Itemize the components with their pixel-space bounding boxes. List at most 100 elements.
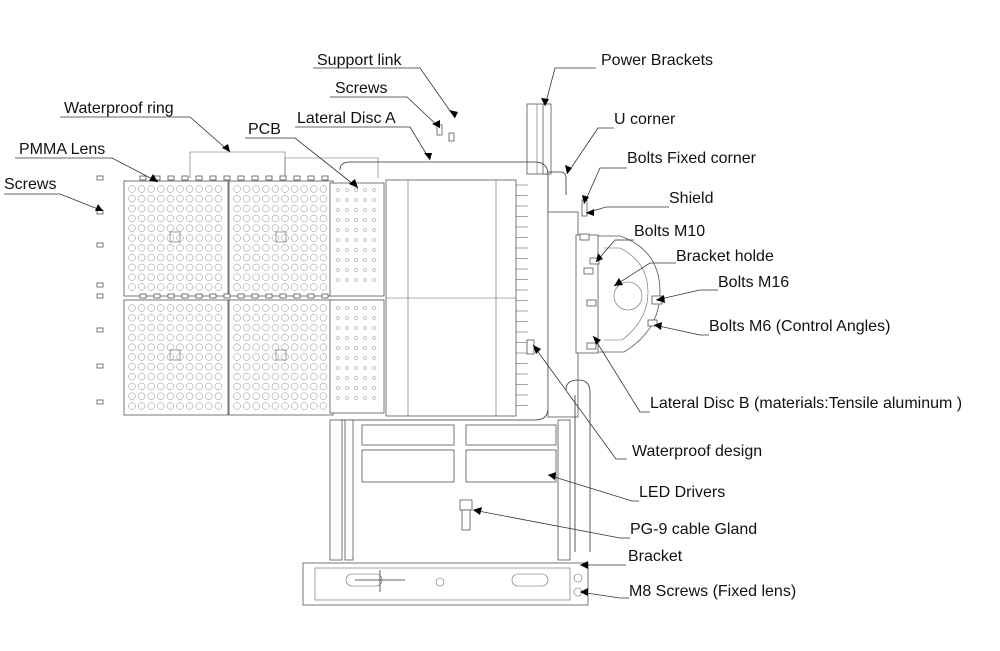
lens-dot — [157, 283, 165, 291]
screw — [181, 175, 189, 181]
lens-dot — [252, 224, 260, 232]
lens-dot — [147, 353, 155, 361]
lens-dot — [157, 314, 165, 322]
lens-dot — [319, 382, 328, 391]
lens-dot — [262, 304, 270, 312]
bottom-bracket-bar — [302, 562, 589, 606]
lens-dot — [290, 304, 299, 312]
lens-dot — [281, 314, 289, 322]
lens-dot — [262, 234, 270, 242]
lens-dot — [252, 204, 260, 213]
lens-dot — [300, 343, 308, 351]
lens-dot — [252, 214, 260, 223]
lens-dot — [271, 343, 280, 351]
lens-dot — [128, 283, 136, 291]
lens-dot — [195, 402, 203, 410]
lens-dot — [205, 392, 213, 400]
lens-dot — [195, 314, 203, 322]
lens-dot — [262, 273, 270, 281]
pcb-dot — [336, 386, 340, 390]
lens-dot — [147, 195, 155, 203]
lens-dot — [262, 195, 270, 203]
lens-dot — [147, 363, 155, 371]
lens-dot — [166, 363, 175, 371]
lens-dot — [281, 323, 289, 332]
lens-dot — [157, 273, 165, 281]
label-u-corner: U corner — [614, 111, 676, 128]
pcb-dot — [345, 208, 349, 212]
lens-dot — [205, 263, 213, 272]
bracket-holder — [575, 234, 661, 354]
lens-dot — [271, 314, 280, 322]
lens-dot — [205, 402, 213, 410]
lens-dot — [205, 185, 213, 193]
lens-dot — [214, 392, 223, 400]
pcb-dot — [372, 248, 376, 252]
lens-dot — [290, 323, 299, 332]
lens-dot — [205, 234, 213, 242]
lens-dot — [281, 333, 289, 342]
lens-dot — [319, 195, 328, 203]
pcb-dot — [363, 278, 367, 282]
pcb-dot — [336, 258, 340, 262]
lens-dot — [281, 372, 289, 381]
pcb-dot — [372, 346, 376, 350]
lens-dot — [271, 185, 280, 193]
lens-dot — [300, 234, 308, 242]
lens-dot — [262, 392, 270, 400]
waterproof-ring-part — [189, 151, 379, 178]
lens-dot — [290, 234, 299, 242]
lens-dot — [310, 353, 318, 361]
lens-dot — [214, 253, 223, 262]
lens-dot — [310, 224, 318, 232]
screw — [293, 175, 301, 181]
lens-dot — [310, 333, 318, 342]
lens-dot — [242, 323, 251, 332]
lens-dot — [147, 372, 155, 381]
pcb-dot — [354, 386, 358, 390]
pcb-dot — [354, 396, 358, 400]
lens-dot — [310, 392, 318, 400]
lens-dot — [281, 343, 289, 351]
pcb-dot — [372, 188, 376, 192]
lens-dot — [195, 343, 203, 351]
pcb-dot — [354, 258, 358, 262]
lens-dot — [128, 195, 136, 203]
lens-dot — [137, 283, 146, 291]
pcb-dot — [363, 396, 367, 400]
pcb-dot — [372, 258, 376, 262]
lens-dot — [195, 224, 203, 232]
pcb-dot — [345, 188, 349, 192]
lens-dot — [185, 372, 194, 381]
lens-dot — [205, 283, 213, 291]
lens-dot — [195, 392, 203, 400]
lens-dot — [205, 333, 213, 342]
lens-dot — [128, 234, 136, 242]
lens-dot — [262, 185, 270, 193]
lens-dot — [242, 253, 251, 262]
lens-dot — [242, 333, 251, 342]
pcb-dot — [372, 316, 376, 320]
pcb-dot — [372, 386, 376, 390]
screw — [139, 175, 147, 181]
lens-dot — [233, 283, 241, 291]
lens-dot — [176, 185, 184, 193]
fixture-drawing — [96, 103, 663, 606]
lens-dot — [214, 323, 223, 332]
screw — [96, 175, 104, 181]
lens-dot — [137, 263, 146, 272]
lens-dot — [147, 263, 155, 272]
pcb-dot — [363, 218, 367, 222]
pcb-dot — [354, 336, 358, 340]
lens-dot — [195, 353, 203, 361]
pcb-dot — [363, 366, 367, 370]
lens-dot — [157, 392, 165, 400]
lens-dot — [300, 392, 308, 400]
lens-dot — [262, 244, 270, 252]
lens-dot — [290, 333, 299, 342]
lens-dot — [137, 402, 146, 410]
lens-dot — [290, 392, 299, 400]
lens-dot — [319, 204, 328, 213]
lens-dot — [262, 343, 270, 351]
lens-dot — [157, 244, 165, 252]
